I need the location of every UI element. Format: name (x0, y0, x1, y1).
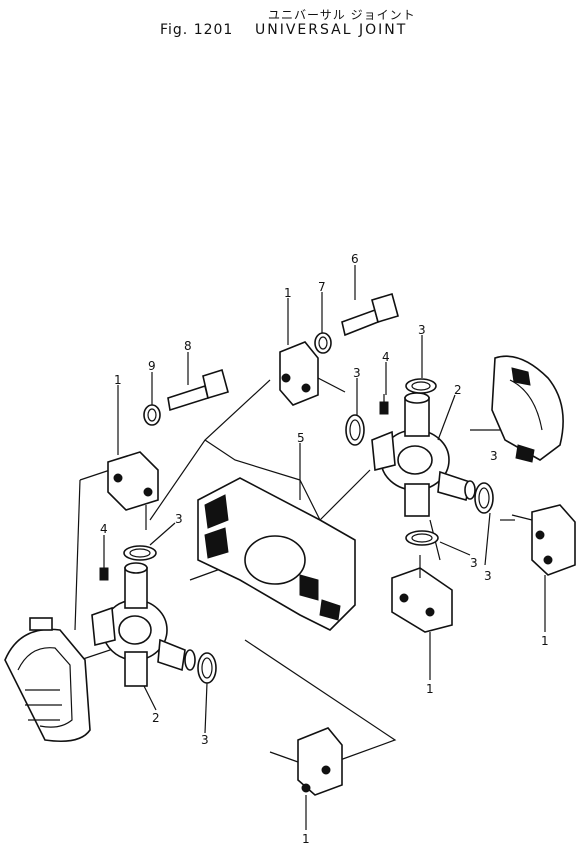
bearing-cup-upper-bottom (405, 530, 439, 546)
callout-labels: 1 1 1 1 1 2 2 3 3 3 3 3 3 3 4 4 5 6 7 8 … (100, 252, 549, 846)
bearing-cap-left (107, 451, 159, 530)
callout-2: 2 (454, 383, 462, 397)
callout-7: 7 (318, 280, 326, 294)
callout-3: 3 (490, 449, 498, 463)
bearing-cup-upper-top (405, 378, 437, 394)
center-yoke (197, 477, 356, 631)
bearing-cap-right (511, 504, 576, 576)
bearing-cap-top (279, 341, 346, 406)
callout-2: 2 (152, 711, 160, 725)
callout-3: 3 (484, 569, 492, 583)
callout-1: 1 (284, 286, 292, 300)
callout-5: 5 (297, 431, 305, 445)
grease-nipple-upper (379, 394, 389, 415)
flange-ring-gear (4, 617, 91, 743)
title-japanese: ユニバーサル ジョイント (268, 8, 416, 22)
bearing-cap-bottom (269, 727, 343, 796)
lock-washer-9 (143, 404, 161, 426)
spider-cross-upper (371, 392, 476, 517)
bearing-cap-lower-mid (391, 555, 453, 633)
callout-1: 1 (114, 373, 122, 387)
callout-6: 6 (351, 252, 359, 266)
flange-yoke-upper (491, 355, 564, 463)
bearing-cup-lower-right (197, 652, 217, 684)
callout-3: 3 (470, 556, 478, 570)
callout-4: 4 (382, 350, 390, 364)
callout-3: 3 (353, 366, 361, 380)
callout-1: 1 (541, 634, 549, 648)
callout-3: 3 (418, 323, 426, 337)
bolt-8 (167, 368, 229, 412)
callout-9: 9 (148, 359, 156, 373)
spider-cross-lower (91, 562, 196, 687)
callout-3: 3 (201, 733, 209, 747)
bearing-cup-upper-right (474, 482, 494, 514)
callout-4: 4 (100, 522, 108, 536)
lock-washer-7 (314, 332, 332, 354)
figure-number: Fig. 1201 (160, 22, 234, 38)
bearing-cup-lower-top (123, 545, 157, 561)
figure-title: UNIVERSAL JOINT (255, 22, 408, 38)
bearing-cup-upper-left (345, 414, 365, 446)
callout-1: 1 (302, 832, 310, 846)
callout-1: 1 (426, 682, 434, 696)
grease-nipple-lower (99, 560, 109, 581)
callout-leaders (103, 265, 546, 830)
bolt-6 (341, 292, 399, 337)
callout-3: 3 (175, 512, 183, 526)
callout-8: 8 (184, 339, 192, 353)
